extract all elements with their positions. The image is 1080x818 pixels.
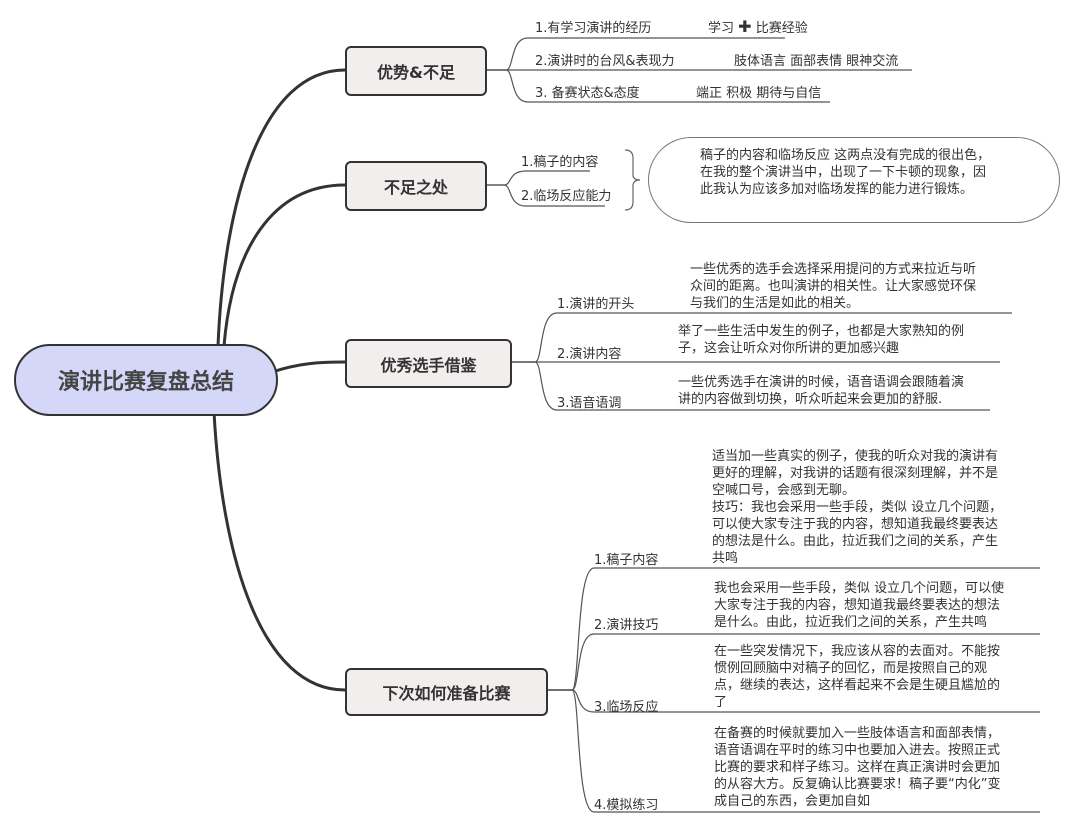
- detail-line: 适当加一些真实的例子，使我的听众对我的演讲有: [712, 449, 999, 464]
- detail-line: 共鸣: [712, 551, 739, 566]
- sub-link: [485, 69, 830, 103]
- root-link: [212, 411, 346, 692]
- detail-line: 一些优秀的选手会选择采用提问的方式来拉近与听: [690, 262, 977, 277]
- detail-line: 技巧：我也会采用一些手段，类似 设立几个问题，: [712, 500, 1003, 515]
- sub-link: [546, 689, 1040, 813]
- detail-line: 是什么。由此，拉近我们之间的关系，产生共鸣: [714, 615, 988, 630]
- detail-line: 比赛的要求和样子练习。这样在真正演讲时会更加: [714, 760, 1001, 775]
- branch-next-preparation[interactable]: 下次如何准备比赛: [345, 668, 548, 716]
- summary-line: 在我的整个演讲当中，出现了一下卡顿的现象，因: [700, 165, 987, 180]
- sub-link: [510, 361, 990, 411]
- detail-line: 大家专注于我的内容，想知道我最终要表达的想法: [714, 598, 1001, 613]
- detail-text: 学习: [708, 21, 735, 36]
- summary-bubble[interactable]: [648, 137, 1060, 223]
- subtopic-label[interactable]: 2.演讲技巧: [594, 618, 659, 633]
- detail-line: 了: [714, 695, 728, 710]
- subtopic-detail: 在备赛的时候就要加入一些肢体语言和面部表情， 语音语调在平时的练习中也要加入进去。…: [714, 725, 1000, 810]
- detail-line: 可以使大家专注于我的内容，想知道我最终要表达: [712, 517, 999, 532]
- plus-icon: ✚: [738, 17, 752, 36]
- detail-line: 子，这会让听众对你所讲的更加感兴趣: [678, 341, 900, 356]
- detail-line: 成自己的东西，会更加自如: [714, 794, 871, 809]
- summary-line: 稿子的内容和临场反应 这两点没有完成的很出色，: [700, 148, 991, 163]
- subtopic-label[interactable]: 1.演讲的开头: [557, 297, 635, 312]
- detail-line: 讲的内容做到切换，听众听起来会更加的舒服.: [678, 392, 943, 407]
- detail-text: 比赛经验: [755, 21, 808, 36]
- subtopic-detail: 端正 积极 期待与自信: [696, 86, 822, 101]
- detail-line: 语音语调在平时的练习中也要加入进去。按照正式: [714, 743, 1001, 758]
- subtopic-label[interactable]: 4.模拟练习: [594, 798, 659, 813]
- subtopic-label[interactable]: 3. 备赛状态&态度: [535, 86, 640, 101]
- subtopic-detail: 我也会采用一些手段，类似 设立几个问题，可以使大家专注于我的内容，想知道我最终要…: [714, 580, 1004, 631]
- root-link: [222, 183, 346, 347]
- subtopic-detail: 举了一些生活中发生的例子，也都是大家熟知的例子，这会让听众对你所讲的更加感兴趣: [678, 323, 964, 357]
- detail-line: 惯例回顾脑中对稿子的回忆，而是按照自己的观: [714, 661, 988, 676]
- brace: [624, 149, 641, 211]
- root-title: 演讲比赛复盘总结: [57, 370, 234, 395]
- sub-link: [485, 170, 590, 186]
- summary-line: 此我认为应该多加对临场发挥的能力进行锻炼。: [700, 182, 974, 197]
- detail-line: 的从容大方。反复确认比赛要求！稿子要“内化”变: [714, 777, 1001, 792]
- branch-shortcomings[interactable]: 不足之处: [345, 161, 487, 211]
- subtopic-label[interactable]: 3.临场反应: [594, 700, 659, 715]
- branch-title: 不足之处: [383, 178, 448, 197]
- subtopic-detail: 肢体语言 面部表情 眼神交流: [734, 54, 899, 69]
- branch-learn-from-others[interactable]: 优秀选手借鉴: [345, 339, 512, 388]
- subtopic-detail: 适当加一些真实的例子，使我的听众对我的演讲有更好的理解，对我讲的话题有很深刻理解…: [712, 448, 1002, 567]
- root-link: [216, 68, 346, 347]
- root-link: [271, 360, 346, 374]
- subtopic-label[interactable]: 1.稿子内容: [594, 553, 659, 568]
- detail-line: 空喊口号，会感到无聊。: [712, 483, 856, 498]
- subtopic-detail: 一些优秀的选手会选择采用提问的方式来拉近与听众间的距离。也叫演讲的相关性。让大家…: [690, 261, 976, 312]
- subtopic-label[interactable]: 2.演讲时的台风&表现力: [535, 54, 675, 69]
- subtopic-label[interactable]: 2.临场反应能力: [521, 189, 612, 204]
- branch-title: 优秀选手借鉴: [380, 355, 477, 375]
- branch-strengths-weaknesses[interactable]: 优势&不足: [345, 46, 487, 96]
- subtopic-detail: 在一些突发情况下，我应该从容的去面对。不能按惯例回顾脑中对稿子的回忆，而是按照自…: [714, 643, 1000, 711]
- detail-line: 众间的距离。也叫演讲的相关性。让大家感觉环保: [690, 279, 977, 294]
- branch-title: 下次如何准备比赛: [382, 684, 511, 703]
- root-node[interactable]: 演讲比赛复盘总结: [14, 344, 278, 416]
- subtopic-label[interactable]: 2.演讲内容: [557, 347, 622, 362]
- detail-line: 一些优秀选手在演讲的时候，语音语调会跟随着演: [678, 375, 965, 390]
- subtopic-detail: 一些优秀选手在演讲的时候，语音语调会跟随着演讲的内容做到切换，听众听起来会更加的…: [678, 374, 964, 408]
- branch-title: 优势&不足: [377, 63, 455, 82]
- summary-text: 稿子的内容和临场反应 这两点没有完成的很出色， 在我的整个演讲当中，出现了一下卡…: [700, 147, 990, 198]
- subtopic-label[interactable]: 1.稿子的内容: [521, 155, 599, 170]
- subtopic-label[interactable]: 3.语音语调: [557, 396, 622, 411]
- detail-line: 举了一些生活中发生的例子，也都是大家熟知的例: [678, 324, 965, 339]
- detail-line: 在一些突发情况下，我应该从容的去面对。不能按: [714, 644, 1001, 659]
- detail-line: 的想法是什么。由此，拉近我们之间的关系，产生: [712, 534, 999, 549]
- sub-link: [485, 184, 605, 207]
- subtopic-label[interactable]: 1.有学习演讲的经历: [535, 21, 652, 36]
- detail-line: 在备赛的时候就要加入一些肢体语言和面部表情，: [714, 726, 1001, 741]
- detail-line: 更好的理解，对我讲的话题有很深刻理解，并不是: [712, 466, 999, 481]
- detail-line: 我也会采用一些手段，类似 设立几个问题，可以使: [714, 581, 1005, 596]
- detail-line: 点，继续的表达，这样看起来不会是生硬且尴尬的: [714, 678, 1001, 693]
- detail-line: 与我们的生活是如此的相关。: [690, 296, 860, 311]
- subtopic-detail: 学习 ✚ 比赛经验: [708, 17, 808, 36]
